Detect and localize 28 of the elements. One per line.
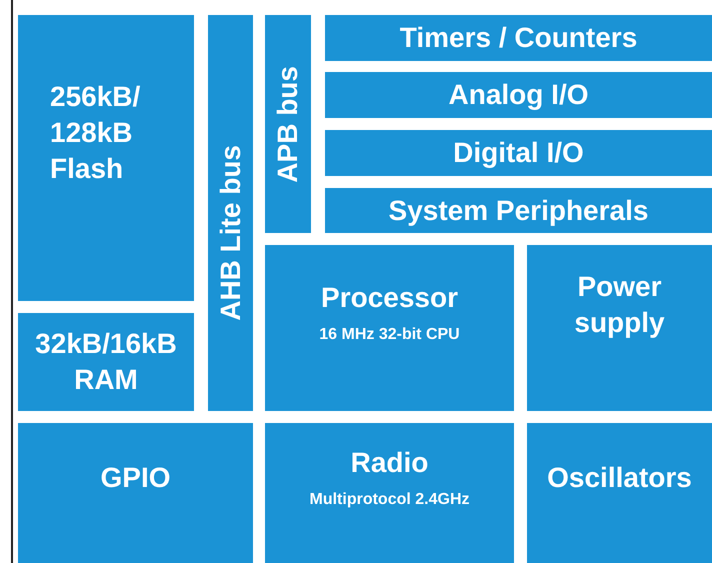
block-title: GPIO <box>100 461 170 495</box>
radio-block <box>265 423 514 563</box>
block-title: Radio <box>350 446 428 480</box>
block-subtitle: Multiprotocol 2.4GHz <box>310 490 470 510</box>
block-title: Oscillators <box>547 461 692 495</box>
peripheral-bar <box>325 72 712 118</box>
block-title: Processor <box>321 281 458 315</box>
power-block <box>527 245 712 411</box>
block-title: APB bus <box>271 66 304 182</box>
oscillator-block <box>527 423 712 563</box>
bus-bar <box>208 15 253 411</box>
processor-block <box>265 245 514 411</box>
block-title: 256kB/ 128kB Flash <box>50 80 142 186</box>
block-title: AHB Lite bus <box>214 145 246 321</box>
ram-block <box>18 313 194 411</box>
bus-bar <box>265 15 311 233</box>
flash-block <box>18 15 194 301</box>
peripheral-bar <box>325 130 712 176</box>
block-title: 32kB/16kB RAM <box>34 327 178 397</box>
peripheral-bar <box>325 188 712 233</box>
block-subtitle: 16 MHz 32-bit CPU <box>319 325 460 345</box>
block-title: Timers / Counters <box>400 21 638 55</box>
block-title: System Peripherals <box>388 194 648 228</box>
block-title: Digital I/O <box>453 136 584 170</box>
block-title: Power supply <box>573 270 666 340</box>
gpio-block <box>18 423 253 563</box>
peripheral-bar <box>325 15 712 61</box>
block-title: Analog I/O <box>448 78 588 112</box>
